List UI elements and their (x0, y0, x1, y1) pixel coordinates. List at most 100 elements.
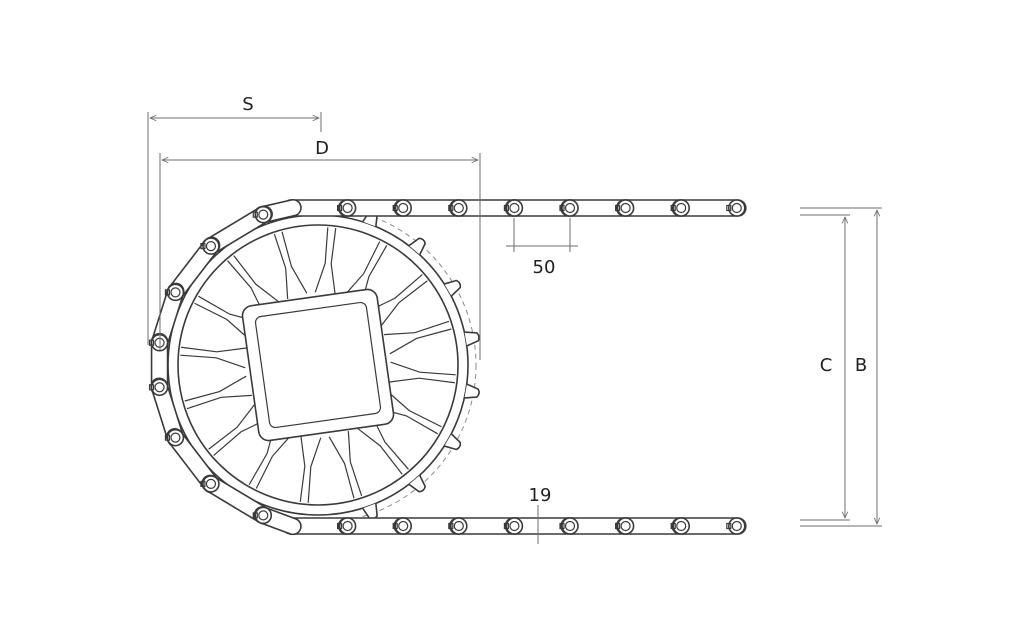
pin-inner (154, 382, 165, 393)
pin-clip (392, 522, 398, 530)
pin-clip (614, 204, 621, 212)
sprocket-tooth (464, 383, 480, 399)
sprocket-inner-rim (177, 224, 459, 506)
sprocket-tooth (444, 279, 462, 297)
dimension-c: C (800, 214, 850, 521)
pin-clip (726, 522, 732, 530)
spoke (384, 320, 452, 355)
sprocket-teeth (362, 210, 480, 520)
pin-outer (338, 199, 357, 217)
pin-clip (559, 204, 565, 212)
pin-clip (670, 204, 676, 212)
pin-clip (503, 204, 509, 212)
spoke (328, 431, 363, 499)
pin-outer (449, 517, 468, 535)
chain (148, 198, 747, 536)
pin-inner (170, 432, 181, 443)
pin-inner (205, 478, 217, 490)
dimension-d-label: D (315, 138, 329, 159)
chain-pin (614, 517, 635, 535)
sprocket-wheel (167, 210, 480, 520)
chain-pin (503, 199, 524, 217)
pin-clip (164, 434, 171, 441)
dimension-d: D (159, 138, 481, 360)
pin-inner (258, 209, 269, 220)
pin-inner (453, 202, 464, 214)
pin-outer (616, 199, 635, 217)
chain-pin (337, 199, 357, 217)
hub-bore (254, 301, 382, 429)
pin-clip (337, 522, 343, 530)
chain-link (671, 517, 747, 535)
sprocket-tooth (408, 237, 427, 255)
pin-inner (342, 520, 353, 532)
chain-pin (559, 517, 579, 535)
chain-pin (614, 199, 635, 217)
pin-clip (337, 204, 343, 212)
chain-pin (200, 237, 220, 255)
spoke (180, 346, 248, 369)
pin-inner (398, 202, 409, 214)
pin-outer (394, 199, 413, 217)
dimension-pitch-label: 50 (533, 257, 556, 278)
pin-inner (620, 202, 631, 214)
sprocket-tooth (362, 503, 378, 520)
chain-pin (164, 428, 185, 447)
chain-pin (726, 199, 746, 217)
chain-pin (448, 517, 468, 535)
pin-inner (509, 520, 520, 532)
pin-outer (338, 517, 357, 535)
pin-outer (727, 517, 746, 535)
sprocket-hub (241, 288, 395, 442)
chain-link (671, 199, 747, 217)
pin-outer (672, 517, 691, 535)
chain-pin (448, 199, 468, 217)
chain-pin (164, 283, 185, 302)
pin-outer (727, 199, 746, 217)
pin-inner (731, 520, 742, 532)
chain-upper-strand (281, 199, 747, 217)
pin-outer (505, 517, 524, 535)
pin-clip (148, 339, 155, 346)
dimension-s-label: S (242, 94, 253, 115)
pin-inner (205, 240, 217, 252)
pin-clip (503, 522, 509, 530)
pin-outer (394, 517, 413, 535)
spoke (388, 361, 456, 384)
pin-outer (150, 378, 169, 397)
dimension-thickness-label: 19 (529, 485, 552, 506)
pin-clip (164, 289, 171, 296)
sprocket-tooth (408, 475, 427, 493)
pin-clip (252, 512, 258, 519)
pin-inner (170, 287, 181, 298)
spoke (314, 227, 337, 295)
pin-inner (731, 202, 742, 214)
chain-pin (252, 205, 273, 224)
pin-outer (449, 199, 468, 217)
chain-lower-strand (281, 517, 747, 535)
dimension-c-label: C (820, 355, 833, 376)
pin-clip (392, 204, 398, 212)
pin-outer (561, 199, 579, 217)
sprocket-tooth (464, 331, 480, 347)
pin-outer (202, 237, 220, 255)
dimension-pitch: 50 (506, 218, 578, 278)
pin-clip (252, 211, 258, 218)
pin-outer (254, 205, 273, 224)
dimension-b: B (800, 207, 882, 527)
chain-pin (148, 378, 169, 397)
pin-clip (614, 522, 621, 530)
spoke (299, 435, 322, 503)
pin-inner (676, 202, 687, 214)
pin-inner (509, 202, 520, 214)
pin-inner (564, 202, 576, 214)
pin-clip (448, 522, 454, 530)
chain-pin (392, 517, 413, 535)
chain-pin (670, 199, 691, 217)
chain-pin (337, 517, 357, 535)
pin-outer (166, 428, 185, 447)
pin-outer (505, 199, 524, 217)
pin-outer (166, 283, 185, 302)
